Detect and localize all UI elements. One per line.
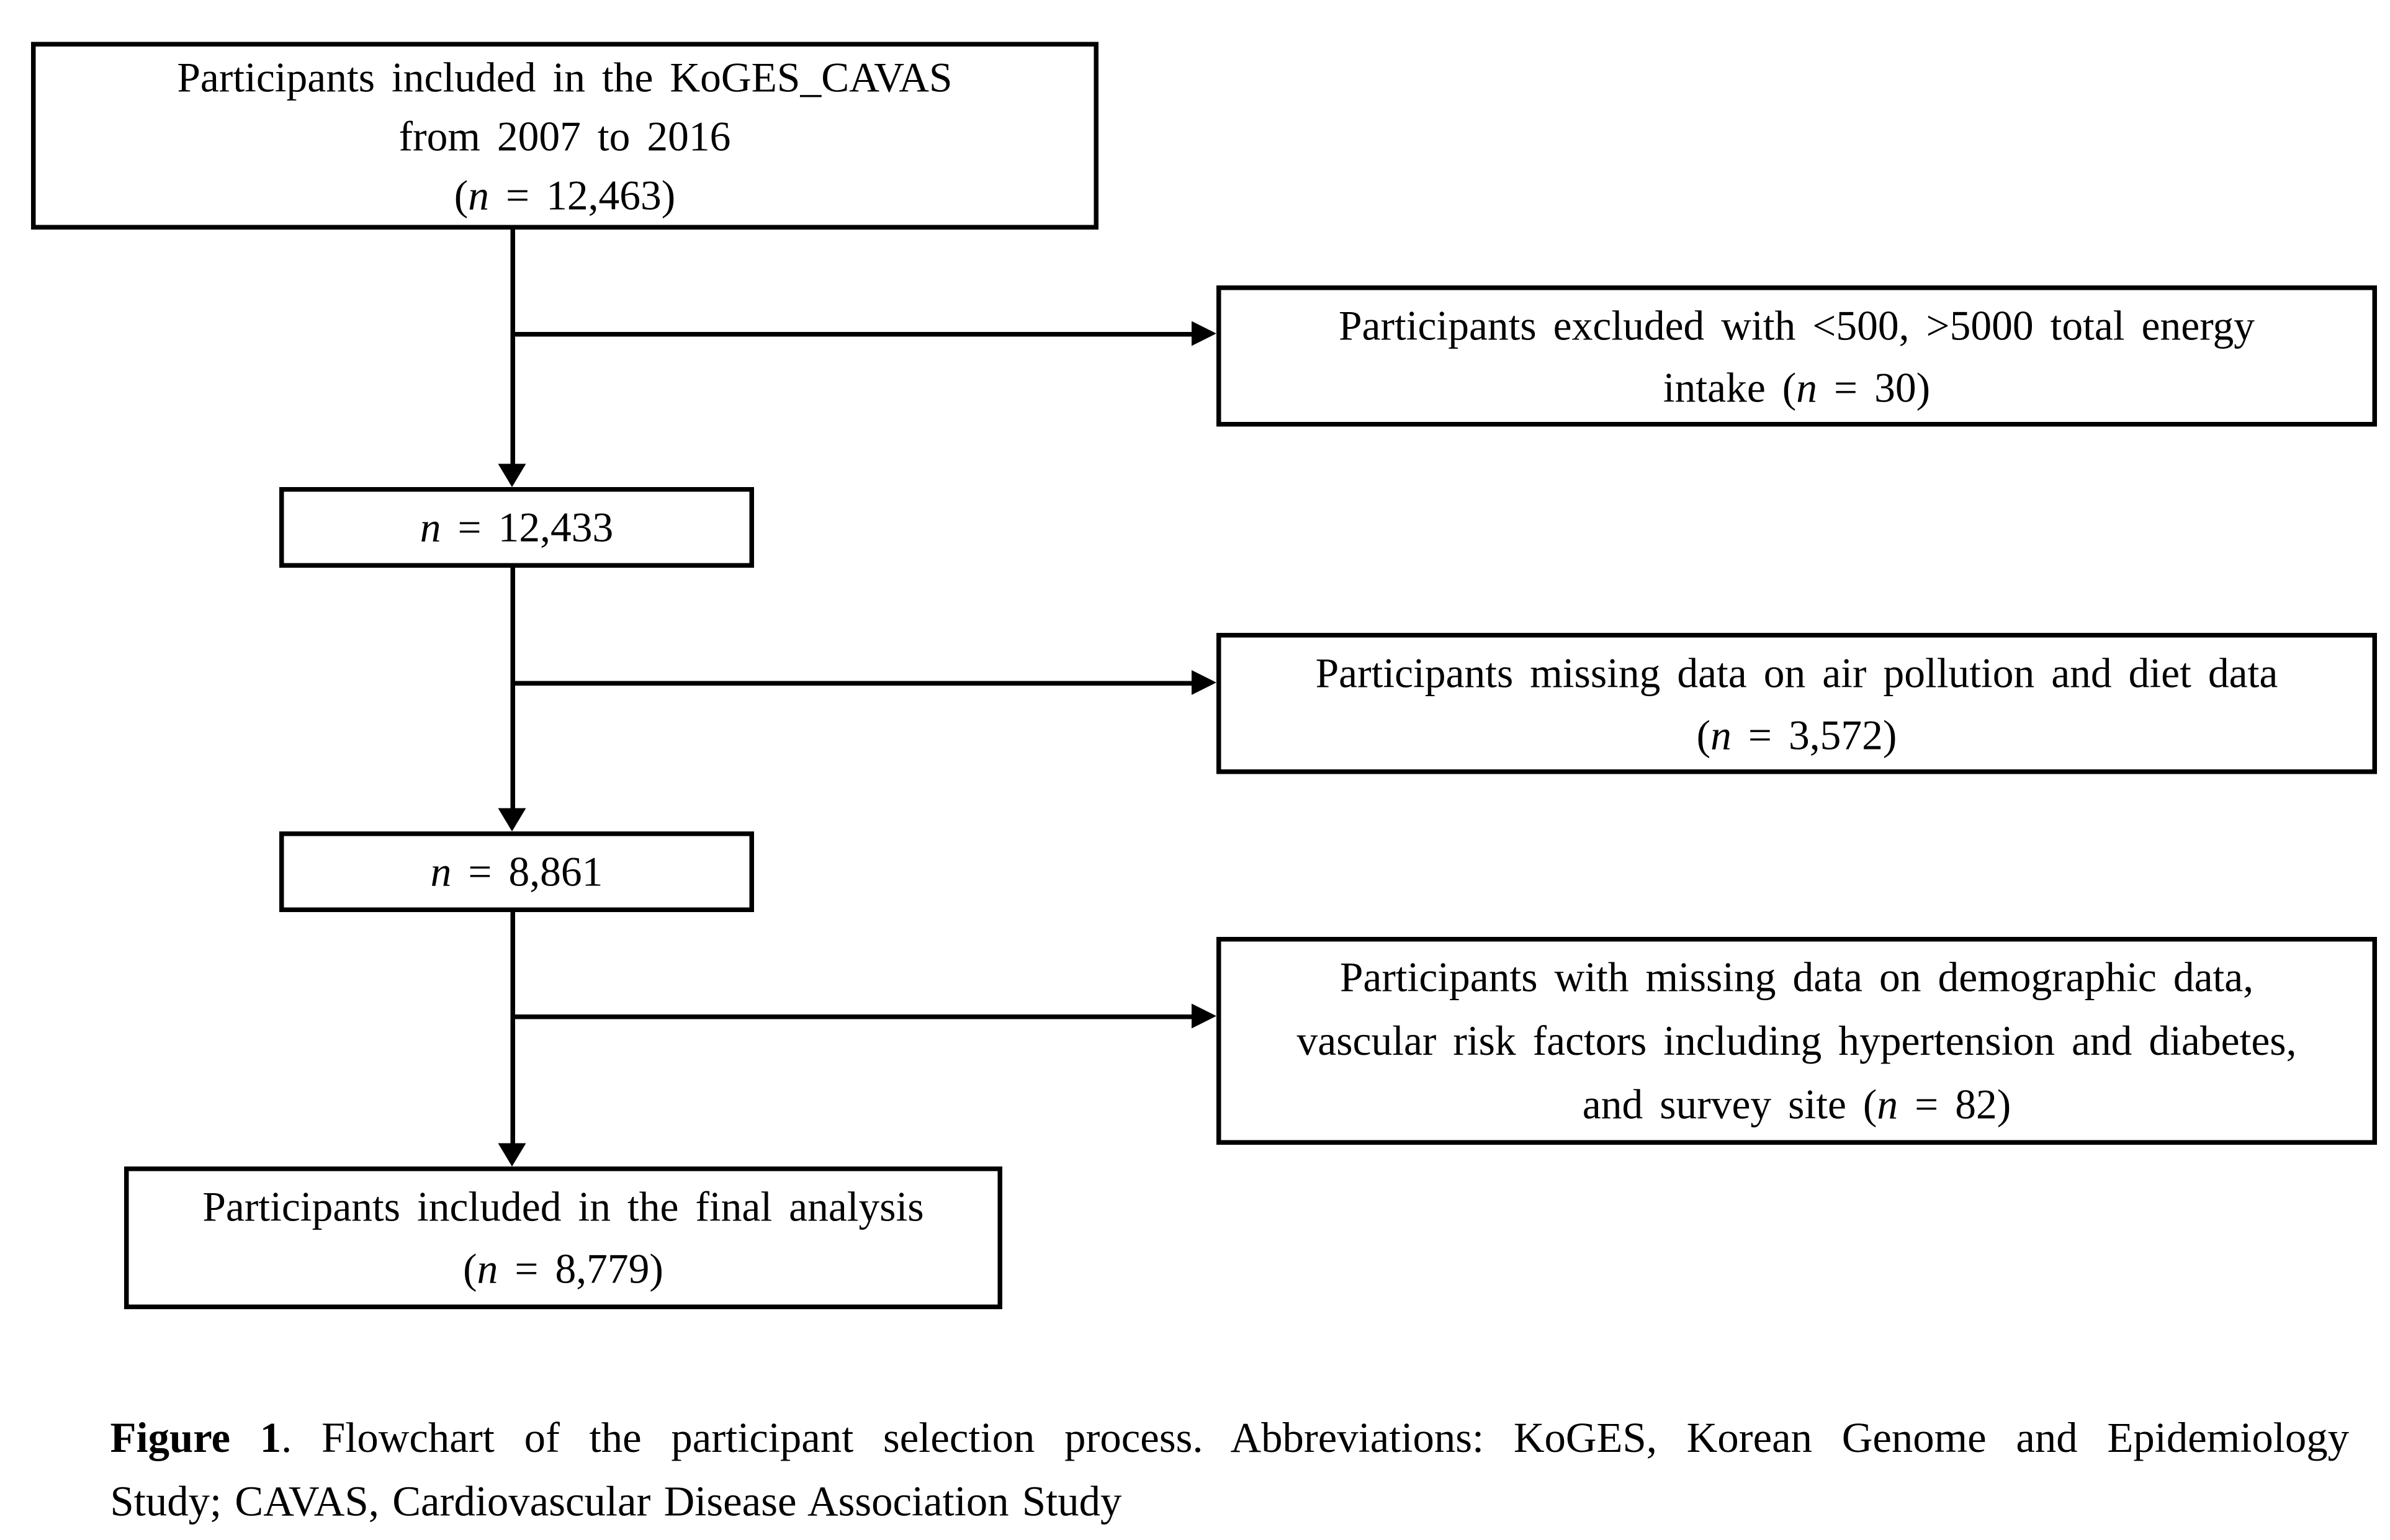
start-box-n: (n = 12,463) (454, 171, 676, 218)
final-analysis-box: Participants included in the final analy… (124, 1166, 1002, 1309)
demographic-line1: Participants with missing data on demogr… (1339, 953, 2254, 1000)
connector-line-2 (510, 568, 514, 810)
air-pollution-n: (n = 3,572) (1696, 711, 1897, 758)
down-arrowhead-icon (498, 1143, 526, 1166)
start-box-line2: from 2007 to 2016 (398, 112, 731, 159)
connector-line-3 (510, 912, 514, 1145)
final-analysis-n: (n = 8,779) (463, 1245, 663, 1292)
start-box-line1: Participants included in the KoGES_CAVAS (177, 53, 953, 101)
branch-line-1 (512, 331, 1192, 337)
right-arrowhead-icon (1192, 1003, 1216, 1029)
air-pollution-line1: Participants missing data on air polluti… (1315, 649, 2278, 696)
n-12433-box: n = 12,433 (279, 487, 754, 568)
n-8861-text: n = 8,861 (430, 848, 603, 895)
down-arrowhead-icon (498, 808, 526, 831)
right-arrowhead-icon (1192, 321, 1216, 346)
right-arrowhead-icon (1192, 670, 1216, 695)
energy-excluded-box: Participants excluded with <500, >5000 t… (1216, 285, 2377, 427)
energy-excluded-n: intake (n = 30) (1663, 364, 1931, 411)
koges-cavas-start-box: Participants included in the KoGES_CAVAS… (31, 42, 1098, 230)
demographic-line2: vascular risk factors including hyperten… (1296, 1016, 2297, 1063)
air-pollution-missing-box: Participants missing data on air polluti… (1216, 633, 2377, 774)
figure-label: Figure 1 (110, 1413, 282, 1462)
demographic-missing-box: Participants with missing data on demogr… (1216, 937, 2377, 1145)
connector-line-1 (510, 230, 514, 465)
branch-line-2 (512, 680, 1192, 686)
branch-line-3 (512, 1013, 1192, 1019)
demographic-n: and survey site (n = 82) (1582, 1080, 2011, 1127)
energy-excluded-line1: Participants excluded with <500, >5000 t… (1338, 302, 2255, 349)
caption-line2: Study; CAVAS, Cardiovascular Disease Ass… (110, 1477, 1122, 1525)
caption-line1: Figure 1. Flowchart of the participant s… (110, 1413, 2349, 1462)
figure-caption: Figure 1. Flowchart of the participant s… (110, 1405, 2350, 1533)
n-12433-text: n = 12,433 (420, 504, 614, 551)
down-arrowhead-icon (498, 463, 526, 487)
final-analysis-line1: Participants included in the final analy… (202, 1183, 924, 1230)
n-8861-box: n = 8,861 (279, 831, 754, 912)
